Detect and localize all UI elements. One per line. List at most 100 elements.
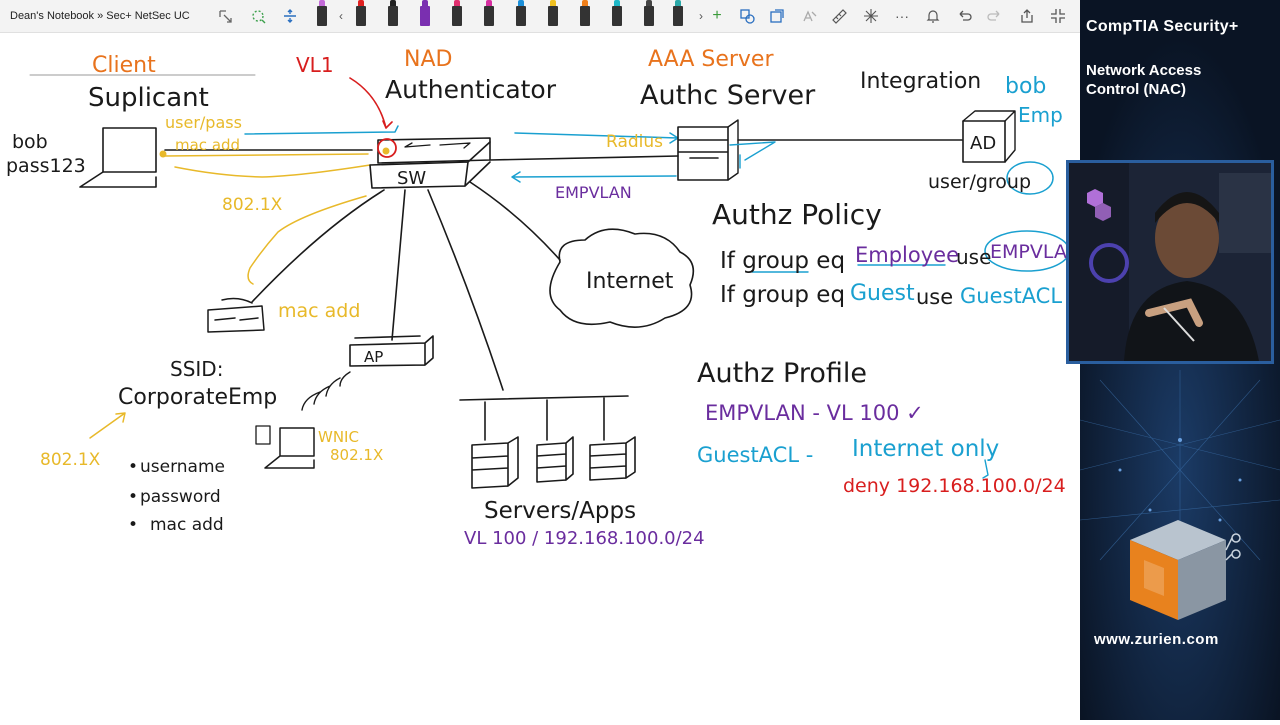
laptop-screen	[102, 127, 157, 173]
redo-icon[interactable]	[986, 2, 1004, 30]
dot1x-brace	[174, 164, 371, 178]
more-options-icon[interactable]: ···	[895, 8, 909, 24]
authz-policy-label: Authz Policy	[712, 198, 882, 231]
insert-space-icon[interactable]	[280, 2, 300, 30]
policy-employee: Employee	[855, 243, 959, 267]
magenta-pen-icon[interactable]	[483, 0, 495, 26]
svg-text:•: •	[128, 515, 138, 535]
presenter-webcam	[1066, 160, 1274, 364]
server-1-icon	[471, 436, 519, 489]
dot1x-top-label: 802.1X	[222, 195, 283, 215]
ad-label: AD	[970, 133, 996, 154]
profile-internet-only: Internet only	[852, 436, 999, 462]
topic-title: Network Access Control (NAC)	[1086, 61, 1276, 99]
blue-pen-icon[interactable]	[515, 0, 527, 26]
profile-guest: GuestACL -	[697, 443, 813, 467]
sw-label: SW	[397, 168, 426, 189]
purple-pen-selected-icon[interactable]	[419, 0, 431, 26]
aaa-ad-flow	[729, 141, 776, 169]
svg-text:•: •	[128, 457, 138, 477]
access-point-icon	[349, 335, 434, 367]
profile-emp: EMPVLAN - VL 100 ✓	[705, 401, 924, 425]
ssid-label: SSID:	[170, 357, 223, 381]
orange-pen-icon[interactable]	[579, 0, 591, 26]
yellow-flow-line	[164, 153, 369, 157]
bullet-username: username	[140, 457, 225, 477]
authc-server-label: Authc Server	[640, 80, 816, 111]
policy-guestacl: GuestACL	[960, 284, 1062, 308]
chevron-left-icon[interactable]: ‹	[339, 9, 343, 23]
server-rack-line	[459, 395, 629, 441]
profile-deny: deny 192.168.100.0/24	[843, 475, 1066, 497]
bullet-password: password	[140, 487, 221, 507]
authz-profile-label: Authz Profile	[697, 358, 867, 389]
presenter-video-frame	[1069, 163, 1271, 361]
policy-guest: Guest	[850, 281, 915, 306]
svg-text:•: •	[128, 487, 138, 507]
group-circle	[1006, 161, 1054, 195]
servers-apps-label: Servers/Apps	[484, 498, 636, 524]
share-icon[interactable]	[1018, 2, 1036, 30]
nad-label: NAD	[404, 47, 452, 72]
pass123-label: pass123	[6, 155, 86, 177]
server-3-icon	[589, 436, 636, 481]
dot1x-left-label: 802.1X	[40, 450, 101, 470]
math-icon[interactable]	[862, 2, 880, 30]
wnic-label: WNIC	[318, 428, 359, 446]
switch-ap-cable	[391, 189, 406, 341]
server-2-icon	[536, 436, 574, 483]
switch-aaa-cable	[489, 155, 679, 161]
switch-servers-cable	[427, 189, 504, 391]
integration-label: Integration	[860, 69, 981, 94]
topic-line-1: Network Access	[1086, 62, 1202, 79]
laptop-base	[79, 171, 157, 188]
website-url: www.zurien.com	[1094, 631, 1219, 648]
ink-to-shape-icon[interactable]	[768, 2, 786, 30]
lasso-select-icon[interactable]	[216, 2, 236, 30]
nac-diagram: Client Suplicant bob pass123 user/pass m…	[6, 47, 1081, 549]
notebook-toolbar: Dean's Notebook » Sec+ NetSec UC ‹ › + ·…	[0, 0, 1080, 33]
teal-pen-icon[interactable]	[672, 0, 684, 26]
collapse-fullscreen-icon[interactable]	[1049, 2, 1067, 30]
undo-icon[interactable]	[955, 2, 973, 30]
yellow-pen-icon[interactable]	[547, 0, 559, 26]
ssid-name: CorporateEmp	[118, 385, 277, 410]
emp-right-label: Emp	[1018, 103, 1063, 127]
bob-right-label: bob	[1005, 74, 1046, 99]
internet-cloud	[549, 228, 695, 328]
black-pen-icon[interactable]	[387, 0, 399, 26]
bullet-macadd: mac add	[150, 515, 224, 535]
chevron-right-icon[interactable]: ›	[699, 9, 703, 23]
copy-ink-icon[interactable]	[738, 2, 756, 30]
phone-mac-add-label: mac add	[278, 300, 360, 322]
mac-auth-flow	[247, 195, 367, 285]
radius-label: Radius	[606, 132, 663, 152]
dot1x-left-arrow	[89, 412, 126, 439]
dark-pen-icon[interactable]	[643, 0, 655, 26]
ink-canvas[interactable]: Client Suplicant bob pass123 user/pass m…	[0, 33, 1081, 720]
ink-to-text-icon[interactable]	[800, 2, 818, 30]
switch-arrows	[404, 142, 471, 149]
authenticator-label: Authenticator	[385, 75, 557, 104]
vl100-subnet-label: VL 100 / 192.168.100.0/24	[464, 528, 705, 549]
course-title: CompTIA Security+	[1086, 18, 1239, 35]
bob-label: bob	[12, 131, 48, 153]
ruler-icon[interactable]	[830, 2, 848, 30]
purple-pen-icon[interactable]	[316, 0, 328, 26]
notification-bell-icon[interactable]	[924, 2, 942, 30]
vl1-arrow	[349, 77, 393, 129]
aaa-server-icon	[677, 126, 729, 181]
wireless-waves	[301, 371, 351, 411]
cyan-pen-icon[interactable]	[611, 0, 623, 26]
mac-add-top-label: mac add	[175, 136, 240, 154]
red-pen-icon[interactable]	[355, 0, 367, 26]
policy-if2: If group eq	[720, 282, 845, 308]
add-pen-icon[interactable]: +	[712, 7, 722, 24]
switch-internet-cable	[469, 181, 561, 261]
empvlan-arrow	[511, 171, 677, 183]
ip-phone-icon	[207, 297, 265, 333]
pink-pen-icon[interactable]	[451, 0, 463, 26]
suplicant-label: Suplicant	[88, 83, 209, 113]
zurien-logo	[1130, 520, 1241, 620]
shape-select-icon[interactable]	[248, 2, 268, 30]
